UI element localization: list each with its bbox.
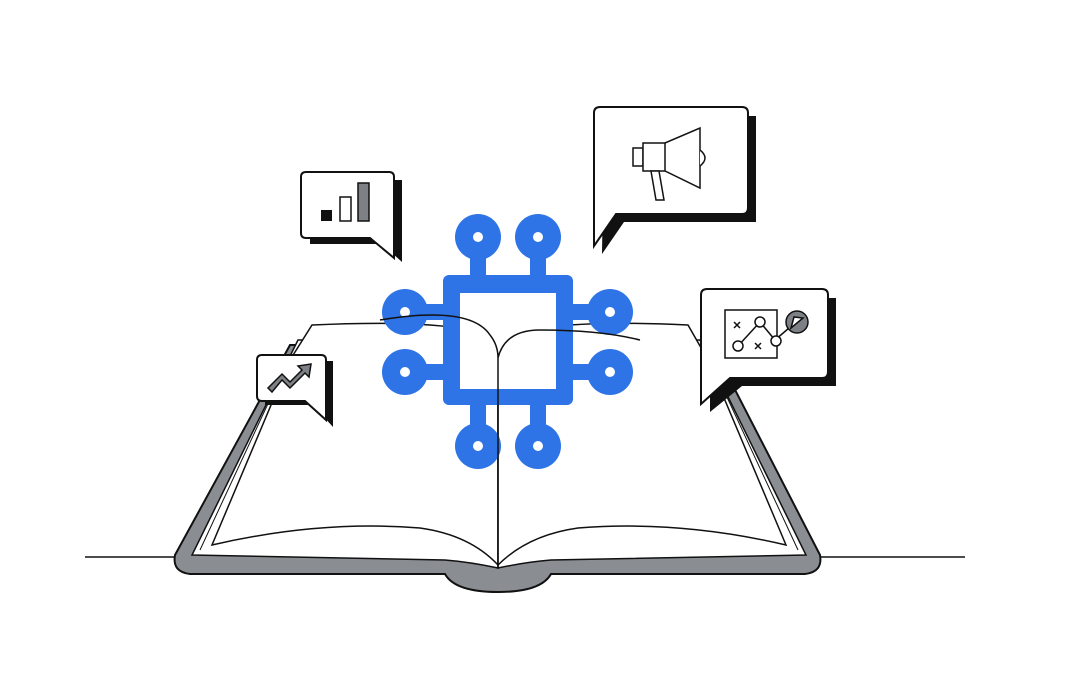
trend-bubble — [256, 354, 333, 427]
page-curve — [379, 314, 641, 359]
megaphone-icon — [632, 126, 706, 201]
trend-arrow-icon — [266, 363, 312, 394]
strategy-bubble — [700, 288, 836, 412]
bar-chart-icon — [321, 182, 370, 222]
megaphone-bubble — [593, 106, 756, 254]
bar-chart-bubble — [300, 171, 402, 262]
strategy-plan-icon — [724, 309, 809, 359]
